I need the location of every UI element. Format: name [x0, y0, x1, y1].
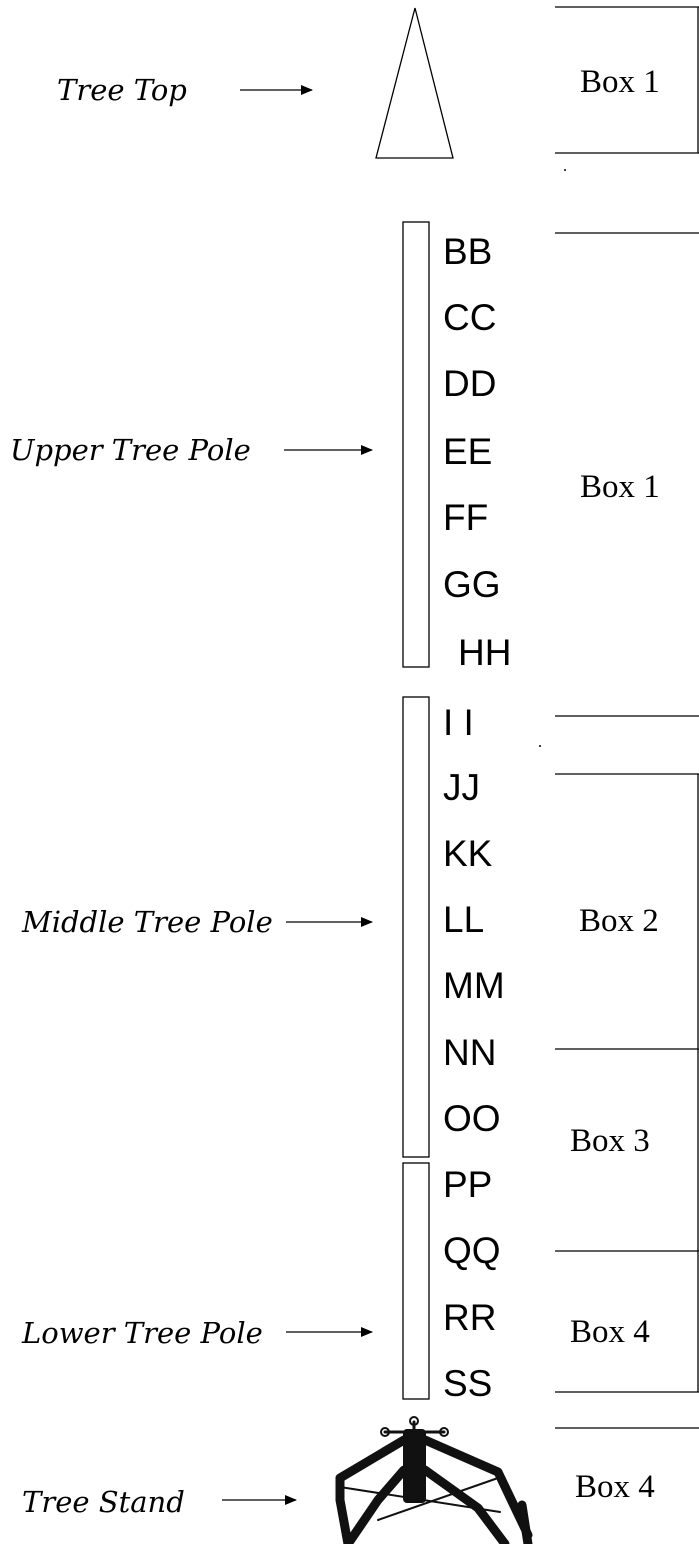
segment-label-cc: CC: [443, 297, 496, 338]
segment-label-rr: RR: [443, 1297, 496, 1338]
segment-label-ff: FF: [443, 497, 488, 538]
lower-pole-shape: [402, 1162, 430, 1400]
box4-stand-label: Box 4: [575, 1469, 655, 1505]
tree-top-label: Tree Top: [57, 73, 187, 107]
box1-top-label: Box 1: [580, 64, 660, 100]
lower-pole-label: Lower Tree Pole: [21, 1316, 263, 1350]
box1-upper-label: Box 1: [580, 469, 660, 505]
segment-label-ss: SS: [443, 1363, 492, 1404]
segment-label-mm: MM: [443, 965, 505, 1006]
segment-label-gg: GG: [443, 564, 501, 605]
upper-pole-label: Upper Tree Pole: [10, 433, 251, 467]
segment-label-ll: LL: [443, 899, 484, 940]
box4-lower-label: Box 4: [570, 1314, 650, 1350]
middle-pole-shape: [402, 696, 430, 1158]
box2-label: Box 2: [579, 903, 659, 939]
tree-top-shape: [375, 7, 454, 159]
middle-pole-label: Middle Tree Pole: [21, 905, 273, 939]
segment-label-ii: I I: [443, 702, 474, 743]
segment-label-pp: PP: [443, 1164, 492, 1205]
segment-label-ee: EE: [443, 431, 492, 472]
segment-label-jj: JJ: [443, 767, 480, 808]
segment-label-bb: BB: [443, 231, 492, 272]
upper-pole-shape: [402, 221, 430, 668]
segment-label-kk: KK: [443, 833, 493, 874]
tree-stand-label: Tree Stand: [22, 1485, 185, 1519]
tree-stand-icon: [335, 1416, 533, 1544]
segment-label-dd: DD: [443, 363, 496, 404]
segment-label-qq: QQ: [443, 1230, 501, 1271]
dot-mark: [564, 169, 566, 171]
segment-label-hh: HH: [458, 632, 511, 673]
dot-mark: [539, 745, 541, 747]
box3-label: Box 3: [570, 1123, 650, 1159]
segment-label-nn: NN: [443, 1032, 496, 1073]
segment-label-oo: OO: [443, 1098, 501, 1139]
segment-labels: BB CC DD EE FF GG HH I I JJ KK LL MM NN …: [443, 231, 511, 1404]
